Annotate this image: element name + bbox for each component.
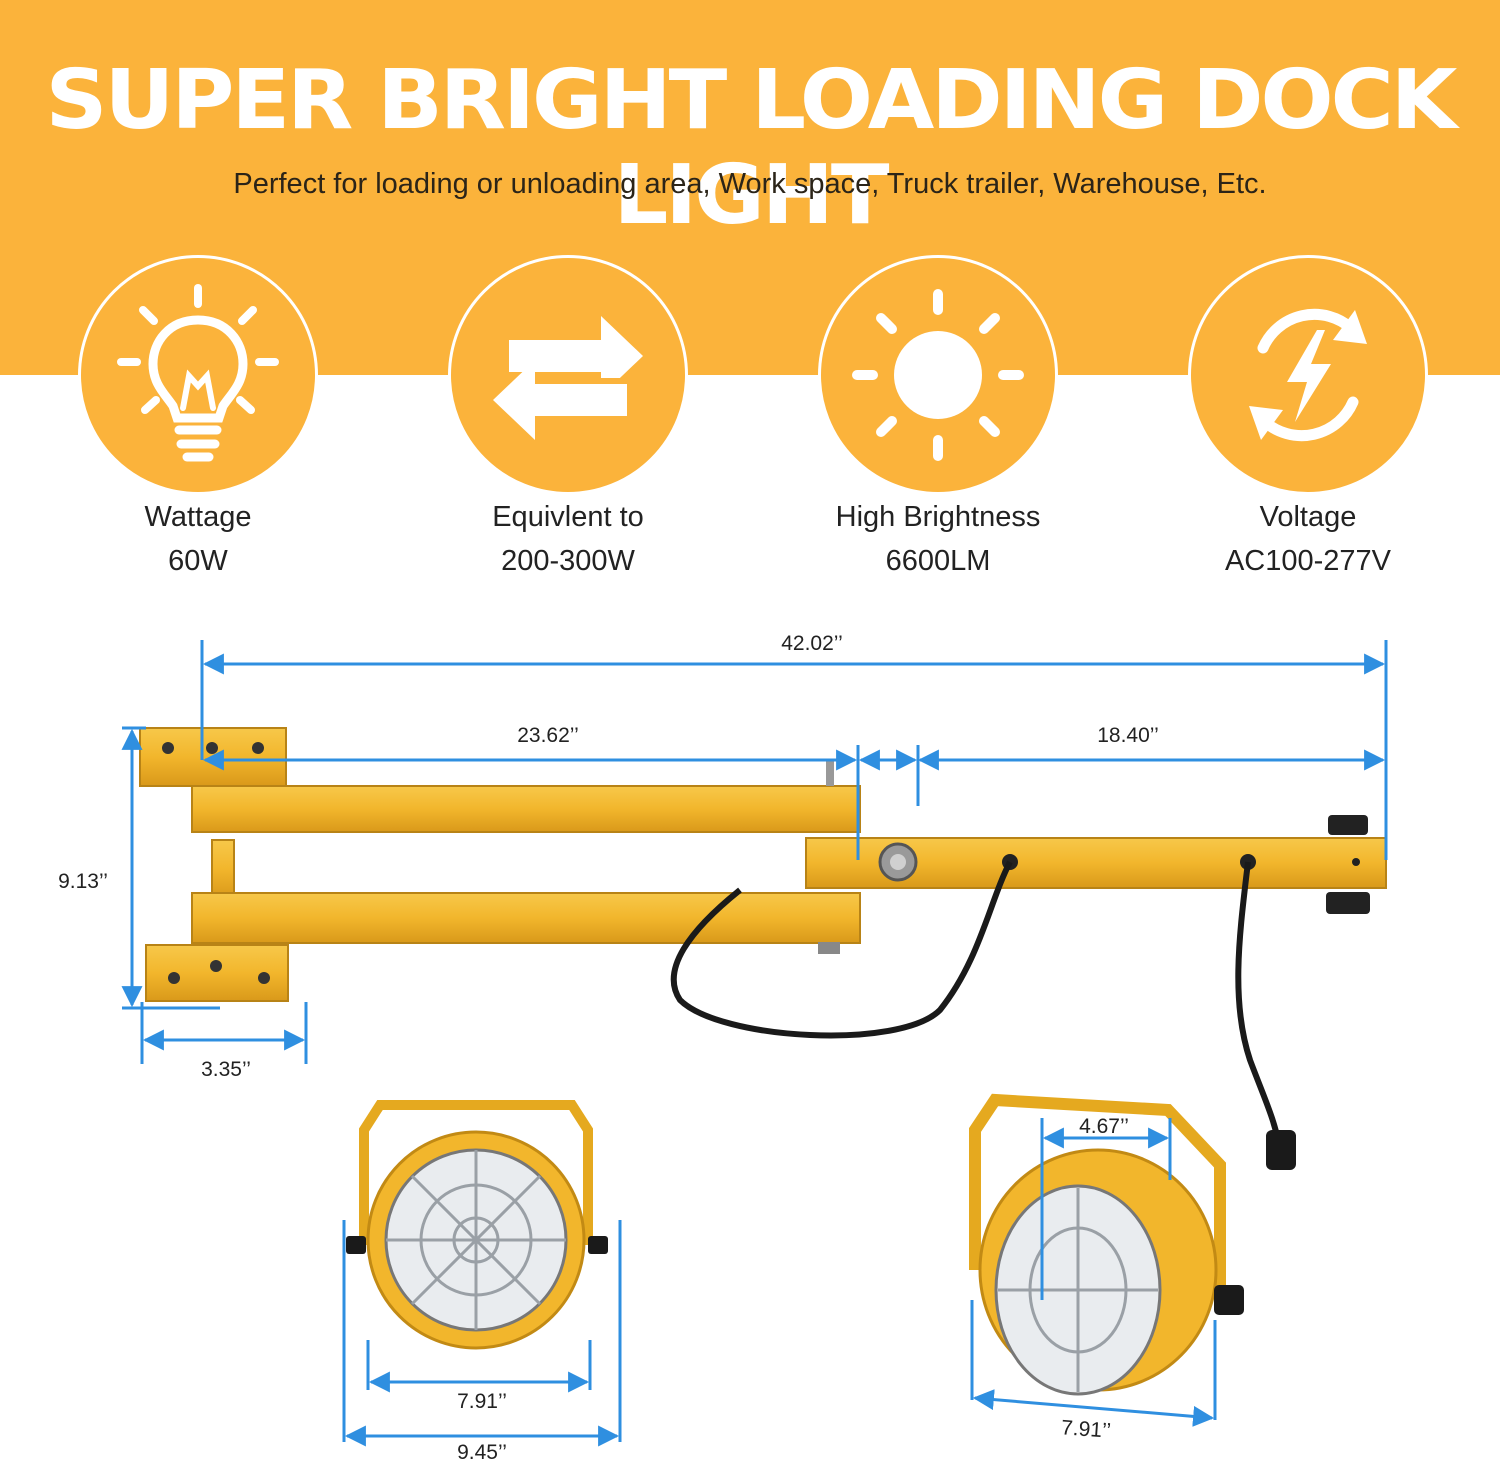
dim-lamp-side-depth: 4.67’’ bbox=[1079, 1115, 1129, 1138]
inner-arm bbox=[191, 760, 861, 954]
feature-equivalent: Equivlent to 200-300W bbox=[448, 255, 688, 585]
feature-circle bbox=[818, 255, 1058, 495]
feature-label: Wattage bbox=[144, 501, 252, 533]
page-subtitle: Perfect for loading or unloading area, W… bbox=[233, 168, 1267, 200]
feature-wattage: Wattage 60W bbox=[78, 255, 318, 585]
power-cable bbox=[670, 860, 1013, 1039]
dim-height: 9.13’’ bbox=[58, 870, 108, 893]
dim-lamp-front-inner: 7.91’’ bbox=[457, 1390, 507, 1413]
product-dimension-drawing bbox=[121, 640, 1388, 1447]
feature-value: 6600LM bbox=[885, 545, 991, 577]
dim-total-length: 42.02’’ bbox=[781, 632, 843, 655]
feature-value: 60W bbox=[168, 545, 228, 577]
dim-outer-arm: 18.40’’ bbox=[1097, 724, 1159, 747]
feature-value: AC100-277V bbox=[1224, 545, 1392, 577]
feature-label: High Brightness bbox=[835, 501, 1041, 533]
sun-icon bbox=[852, 289, 1024, 461]
lamp-front-view bbox=[346, 1100, 608, 1350]
feature-brightness: High Brightness 6600LM bbox=[818, 255, 1058, 585]
feature-label: Voltage bbox=[1259, 501, 1357, 533]
dim-lamp-front-outer: 9.45’’ bbox=[457, 1441, 507, 1464]
feature-label: Equivlent to bbox=[492, 501, 644, 533]
power-cable bbox=[1235, 861, 1283, 1151]
wall-bracket-top bbox=[139, 727, 287, 787]
feature-circle bbox=[78, 255, 318, 495]
feature-circle bbox=[448, 255, 688, 495]
feature-voltage: Voltage AC100-277V bbox=[1188, 255, 1428, 585]
feature-value: 200-300W bbox=[501, 545, 635, 577]
page-title: SUPER BRIGHT LOADING DOCK LIGHT bbox=[45, 53, 1458, 243]
light-bulb-icon bbox=[117, 284, 279, 462]
pivot-post bbox=[211, 839, 235, 899]
dim-bracket-width: 3.35’’ bbox=[201, 1058, 251, 1081]
outer-arm bbox=[805, 815, 1387, 914]
feature-circle bbox=[1188, 255, 1428, 495]
lamp-side-view bbox=[969, 1093, 1244, 1396]
dimension-lines bbox=[121, 640, 1388, 1447]
swap-arrows-icon bbox=[493, 316, 643, 440]
power-cycle-icon bbox=[1249, 308, 1367, 442]
wall-bracket-bottom bbox=[145, 944, 289, 1002]
cable-connector bbox=[1266, 1130, 1296, 1170]
dim-inner-arm: 23.62’’ bbox=[517, 724, 579, 747]
